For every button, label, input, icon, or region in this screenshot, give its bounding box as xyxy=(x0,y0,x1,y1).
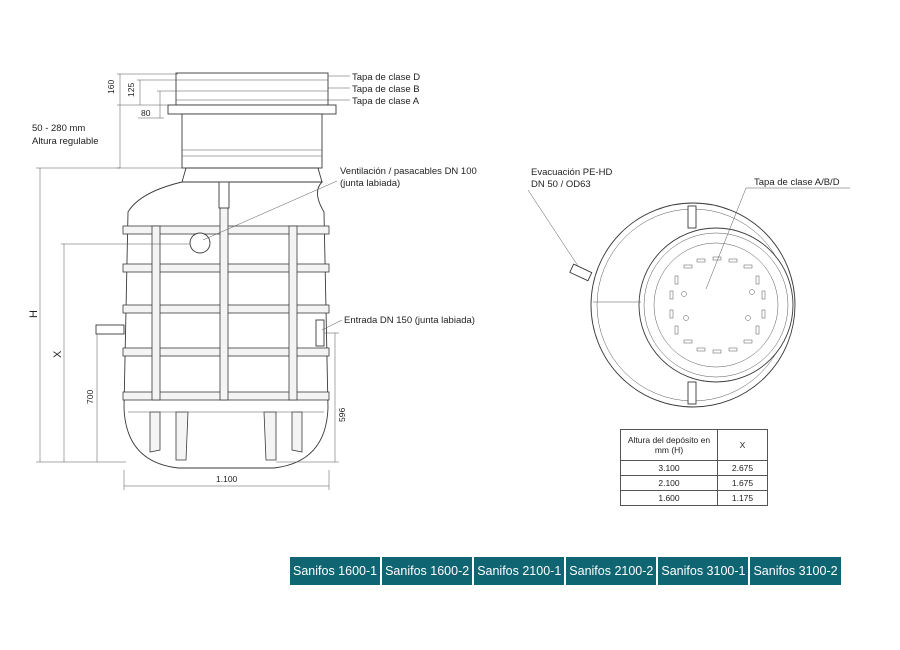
table-row: 2.100 1.675 xyxy=(620,475,768,491)
outlet-pipe xyxy=(569,263,593,282)
top-view xyxy=(569,202,796,408)
dim-h: H xyxy=(28,310,40,318)
top-callouts: Evacuación PE-HD DN 50 / OD63 Tapa de cl… xyxy=(527,167,850,290)
clamp xyxy=(687,205,697,229)
table-header-x: X xyxy=(717,429,768,461)
side-dimensions: 160 125 80 50 - 280 mm Altura regulable … xyxy=(28,73,347,490)
adjust-range: 50 - 280 mm xyxy=(32,123,85,134)
rib xyxy=(219,189,229,401)
callout-lid: Tapa de clase A/B/D xyxy=(754,177,840,188)
vent-opening xyxy=(189,232,211,254)
callout-outlet-1: Evacuación PE-HD xyxy=(531,167,612,178)
callout-inlet: Entrada DN 150 (junta labiada) xyxy=(344,315,475,326)
adjust-label: Altura regulable xyxy=(32,136,99,147)
dim-x: X xyxy=(52,350,64,358)
table-cell: 2.675 xyxy=(717,460,768,476)
dim-width: 1.100 xyxy=(216,474,238,484)
table-cell: 3.100 xyxy=(620,460,718,476)
table-header-height: Altura del depósito en mm (H) xyxy=(620,429,718,461)
dimension-table: Altura del depósito en mm (H) X 3.100 2.… xyxy=(620,429,768,506)
table-row: 3.100 2.675 xyxy=(620,460,768,476)
model-tab-2100-1[interactable]: Sanifos 2100-1 xyxy=(474,557,565,585)
side-view xyxy=(95,72,337,469)
rib xyxy=(151,225,161,401)
lid-flange xyxy=(167,104,337,115)
callout-lid-a: Tapa de clase A xyxy=(352,96,420,107)
callout-outlet-2: DN 50 / OD63 xyxy=(531,179,591,190)
vent-fitting xyxy=(218,181,230,209)
clamp xyxy=(687,381,697,405)
table-row: 1.600 1.175 xyxy=(620,490,768,506)
lid-pattern xyxy=(669,256,766,354)
table-cell: 1.175 xyxy=(717,490,768,506)
lid-outer xyxy=(638,227,794,383)
neck-collar xyxy=(181,167,323,183)
foot xyxy=(263,411,277,461)
foot xyxy=(175,411,189,461)
callout-lid-d: Tapa de clase D xyxy=(352,72,420,83)
table-cell: 1.675 xyxy=(717,475,768,491)
model-tab-3100-1[interactable]: Sanifos 3100-1 xyxy=(658,557,749,585)
table-cell: 2.100 xyxy=(620,475,718,491)
dim-596: 596 xyxy=(337,408,347,422)
outlet-stub xyxy=(95,324,125,335)
dim-160: 160 xyxy=(106,80,116,94)
callout-vent-1: Ventilación / pasacables DN 100 xyxy=(340,166,477,177)
dim-700: 700 xyxy=(85,390,95,404)
model-tabs: Sanifos 1600-1 Sanifos 1600-2 Sanifos 21… xyxy=(290,557,843,585)
model-tab-2100-2[interactable]: Sanifos 2100-2 xyxy=(566,557,657,585)
lid xyxy=(175,72,329,106)
dim-125: 125 xyxy=(126,83,136,97)
foot xyxy=(149,411,161,453)
model-tab-3100-2[interactable]: Sanifos 3100-2 xyxy=(750,557,841,585)
model-tab-1600-1[interactable]: Sanifos 1600-1 xyxy=(290,557,381,585)
inlet-pipe xyxy=(315,319,325,347)
callout-vent-2: (junta labiada) xyxy=(340,178,400,189)
callout-lid-b: Tapa de clase B xyxy=(352,84,420,95)
foot xyxy=(291,411,303,453)
dim-80: 80 xyxy=(141,108,151,118)
table-cell: 1.600 xyxy=(620,490,718,506)
rib xyxy=(288,225,298,401)
riser xyxy=(181,113,323,169)
side-callouts: Tapa de clase D Tapa de clase B Tapa de … xyxy=(202,72,477,331)
model-tab-1600-2[interactable]: Sanifos 1600-2 xyxy=(382,557,473,585)
